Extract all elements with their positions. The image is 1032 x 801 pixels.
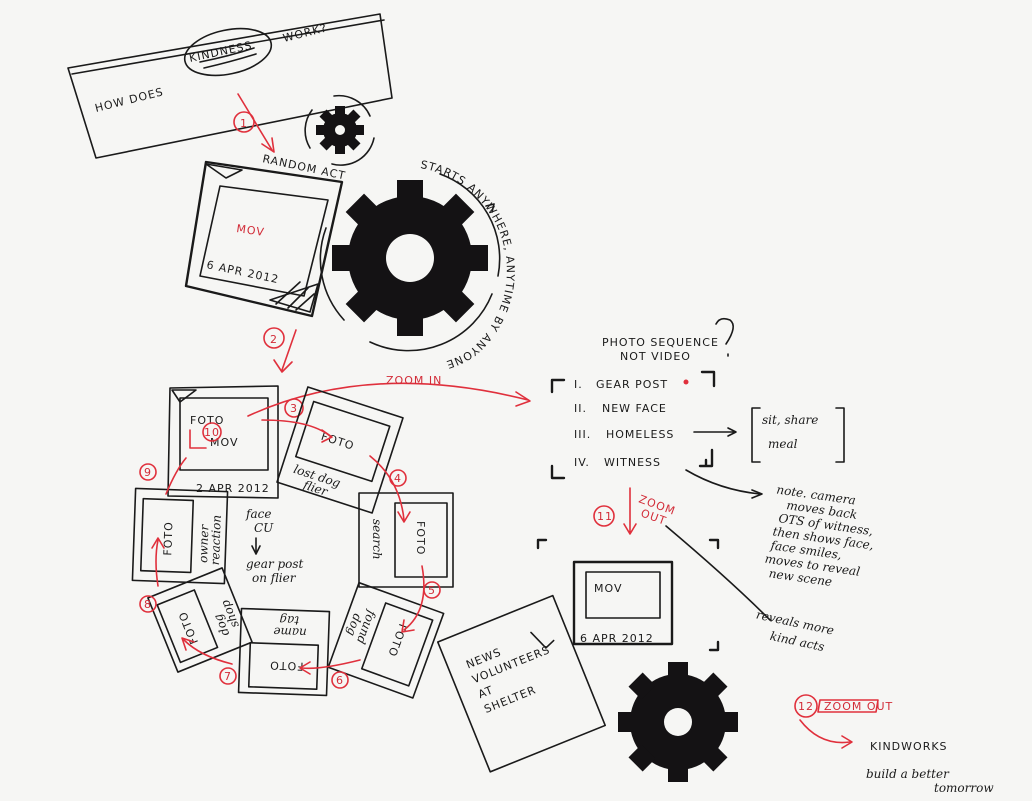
random-act-frame: RANDOM ACT MOV 6 APR 2012 [184,152,347,318]
step-3-marker: 3 [290,402,298,415]
cycle-main-frame: FOTO MOV 10 2 APR 2012 [167,385,279,499]
svg-text:FOTO: FOTO [161,521,175,556]
svg-text:HOMELESS: HOMELESS [606,428,674,441]
svg-text:6: 6 [336,674,344,687]
random-act-title: RANDOM ACT [261,152,347,182]
svg-text:I.: I. [574,378,583,391]
step-1-marker: 1 [233,93,275,153]
question-keyword: KINDNESS [188,39,254,65]
svg-text:MOV: MOV [594,582,622,595]
svg-text:ZOOM OUT: ZOOM OUT [824,700,893,713]
svg-text:FOTO: FOTO [385,622,409,659]
svg-text:gear post: gear post [246,557,304,571]
cycle-frame-nametag: FOTO name tag [237,607,331,697]
small-gear-icon [304,94,375,166]
svg-text:PHOTO SEQUENCE: PHOTO SEQUENCE [602,336,719,349]
cycle-center-note: face CU gear post on flier [245,507,304,585]
random-act-date: 6 APR 2012 [205,258,280,286]
brand-name: KINDWORKS [870,740,948,753]
camera-note: note. camera moves back OTS of witness, … [764,483,875,589]
svg-text:FOTO: FOTO [414,521,427,555]
final-frame: MOV 6 APR 2012 [536,538,720,652]
svg-text:face: face [245,507,271,521]
big-gear-icon [319,173,501,352]
reveals-note: reveals more kind acts [755,608,835,655]
svg-text:meal: meal [768,437,798,451]
svg-text:ZOOM IN: ZOOM IN [386,374,442,387]
svg-text:sit, share: sit, share [762,413,818,427]
svg-text:NEW FACE: NEW FACE [602,402,667,415]
svg-text:11: 11 [597,510,613,523]
question-pre: HOW DOES [94,85,165,115]
svg-text:6 APR 2012: 6 APR 2012 [580,632,654,645]
svg-text:II.: II. [574,402,587,415]
svg-text:8: 8 [144,598,152,611]
svg-text:NOT VIDEO: NOT VIDEO [620,350,691,363]
cycle-frame-owner: FOTO owner reaction [131,487,229,585]
svg-text:GEAR POST: GEAR POST [596,378,668,391]
step-11-zoom-out: 11 ZOOM OUT [593,487,771,621]
step-12-zoom-out: 12 ZOOM OUT [794,694,893,749]
svg-text:search: search [370,519,384,560]
photo-sequence: PHOTO SEQUENCE NOT VIDEO I. GEAR POST II… [550,317,845,499]
random-act-media: MOV [236,222,266,239]
svg-text:name: name [273,625,307,640]
svg-text:WITNESS: WITNESS [604,456,661,469]
svg-text:2: 2 [270,333,278,346]
svg-text:AT: AT [476,683,495,701]
svg-text:III.: III. [574,428,591,441]
svg-text:1: 1 [240,117,248,130]
step-2-marker: 2 [263,327,297,373]
svg-text:reaction: reaction [208,515,224,566]
svg-text:9: 9 [144,466,152,479]
svg-text:CU: CU [254,521,274,535]
svg-text:owner: owner [196,523,211,563]
svg-text:FOTO: FOTO [269,658,304,672]
svg-text:IV.: IV. [574,456,590,469]
zoom-in-arrow: ZOOM IN [247,374,531,417]
cycle-frame-dogshop: FOTO dog shop [147,567,253,673]
brand-tagline-2: tomorrow [934,781,994,795]
svg-text:4: 4 [394,472,402,485]
brand: KINDWORKS build a better tomorrow [866,740,994,795]
svg-text:on flier: on flier [252,571,297,585]
svg-text:tag: tag [279,613,299,628]
brand-tagline-1: build a better [866,767,950,781]
cycle-frame-found: FOTO found dog [327,581,445,699]
news-card: NEWS VOLUNTEERS AT SHELTER [436,594,607,773]
svg-text:10: 10 [204,426,220,439]
bottom-gear-icon [618,662,738,782]
cycle-path: 4 5 6 7 8 9 [139,419,441,689]
svg-text:12: 12 [798,700,814,713]
svg-text:5: 5 [428,584,436,597]
svg-text:2 APR 2012: 2 APR 2012 [196,482,270,495]
svg-text:7: 7 [224,670,232,683]
cycle-frame-search: FOTO search [358,492,454,588]
question-post: WORK? [282,21,329,45]
